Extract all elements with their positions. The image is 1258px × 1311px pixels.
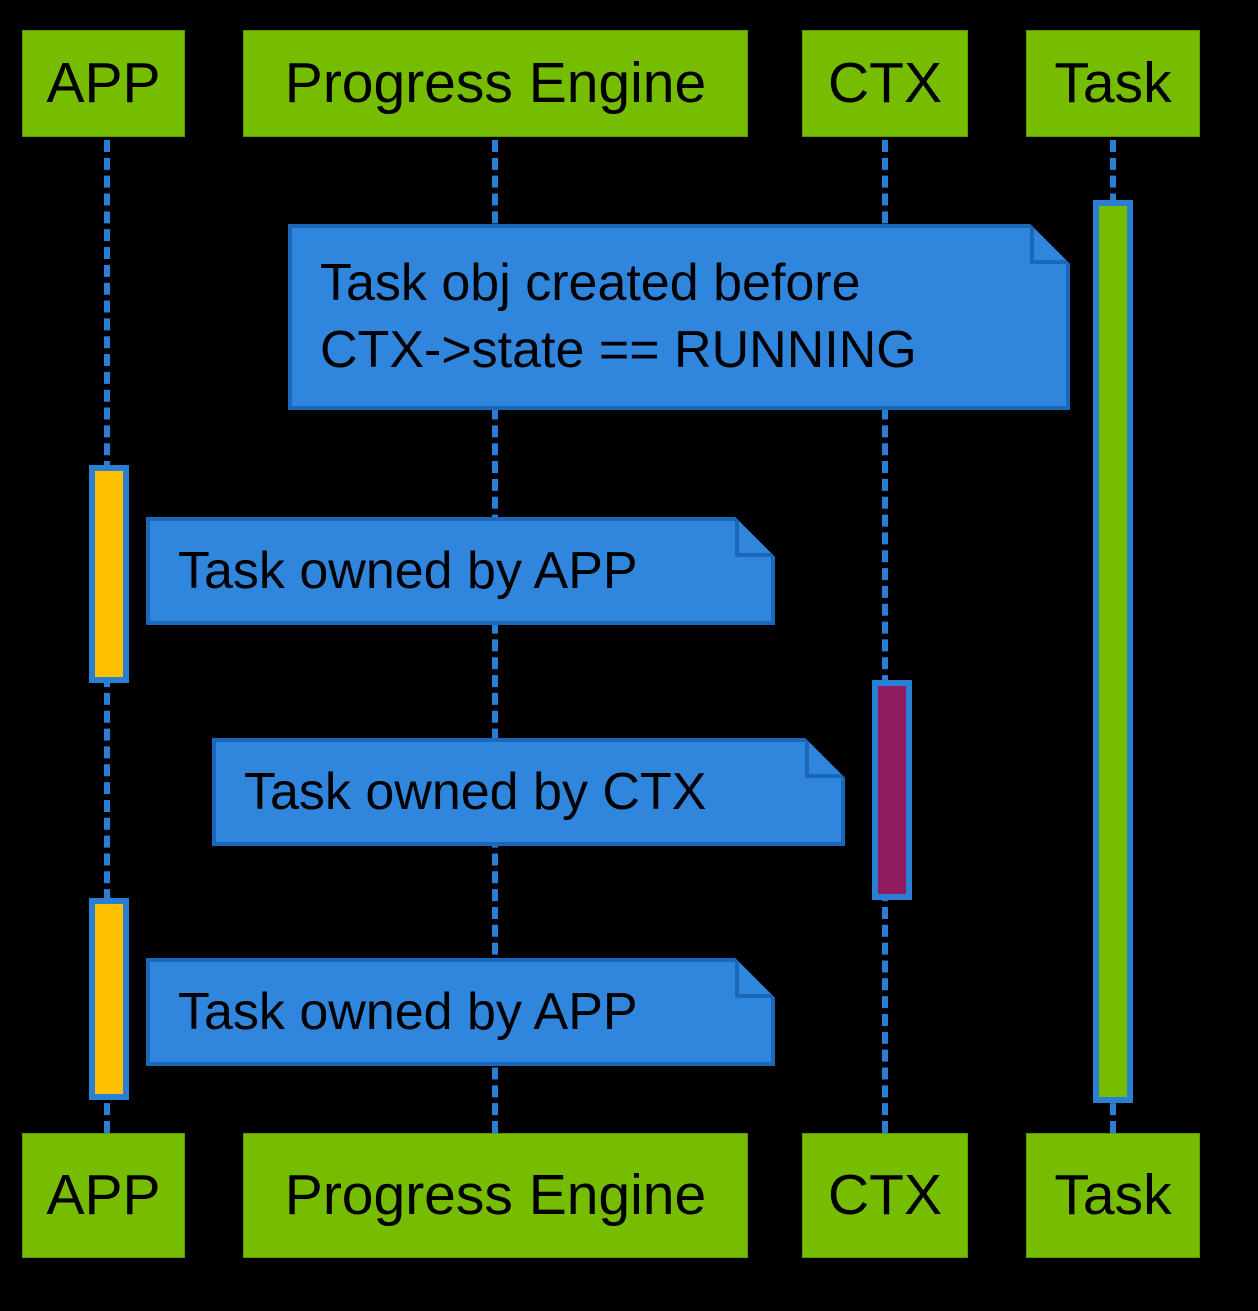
participant-footer-ctx[interactable]: CTX	[802, 1133, 968, 1258]
note-text: Task owned by CTX	[212, 738, 845, 846]
activation-bar-app-first[interactable]	[89, 465, 129, 683]
activation-bar-app-second[interactable]	[89, 898, 129, 1100]
note-line: CTX->state == RUNNING	[320, 321, 917, 379]
participant-header-progress-engine[interactable]: Progress Engine	[243, 30, 748, 137]
note-task-owned-by-ctx[interactable]: Task owned by CTX	[212, 738, 845, 846]
participant-footer-task[interactable]: Task	[1026, 1133, 1200, 1258]
note-task-obj-created[interactable]: Task obj created before CTX->state == RU…	[288, 224, 1070, 410]
participant-header-ctx[interactable]: CTX	[802, 30, 968, 137]
note-text: Task owned by APP	[146, 517, 775, 625]
participant-footer-progress-engine-label: Progress Engine	[284, 1163, 707, 1227]
note-line: Task owned by APP	[178, 982, 638, 1041]
participant-footer-task-label: Task	[1054, 1163, 1172, 1227]
participant-header-task-label: Task	[1054, 51, 1172, 115]
note-body	[212, 738, 845, 846]
participant-footer-app-label: APP	[46, 1163, 161, 1227]
activation-bar-task[interactable]	[1093, 200, 1133, 1103]
note-body	[146, 517, 775, 625]
note-task-owned-by-app-second[interactable]: Task owned by APP	[146, 958, 775, 1066]
participant-footer-ctx-label: CTX	[828, 1163, 942, 1227]
note-line: Task owned by APP	[178, 541, 638, 600]
participant-header-progress-engine-label: Progress Engine	[284, 51, 707, 115]
note-line: Task owned by CTX	[244, 762, 707, 821]
lifeline-progress-engine	[492, 140, 498, 1133]
participant-footer-progress-engine[interactable]: Progress Engine	[243, 1133, 748, 1258]
participant-header-app[interactable]: APP	[22, 30, 185, 137]
note-line: Task obj created before	[320, 254, 861, 313]
note-body	[288, 224, 1070, 410]
participant-header-task[interactable]: Task	[1026, 30, 1200, 137]
note-body	[146, 958, 775, 1066]
note-task-owned-by-app-first[interactable]: Task owned by APP	[146, 517, 775, 625]
note-text: Task obj created before CTX->state == RU…	[288, 224, 1070, 410]
lifeline-ctx	[882, 140, 888, 1133]
note-text: Task owned by APP	[146, 958, 775, 1066]
activation-bar-ctx[interactable]	[872, 680, 912, 900]
participant-header-app-label: APP	[46, 51, 161, 115]
participant-footer-app[interactable]: APP	[22, 1133, 185, 1258]
participant-header-ctx-label: CTX	[828, 51, 942, 115]
